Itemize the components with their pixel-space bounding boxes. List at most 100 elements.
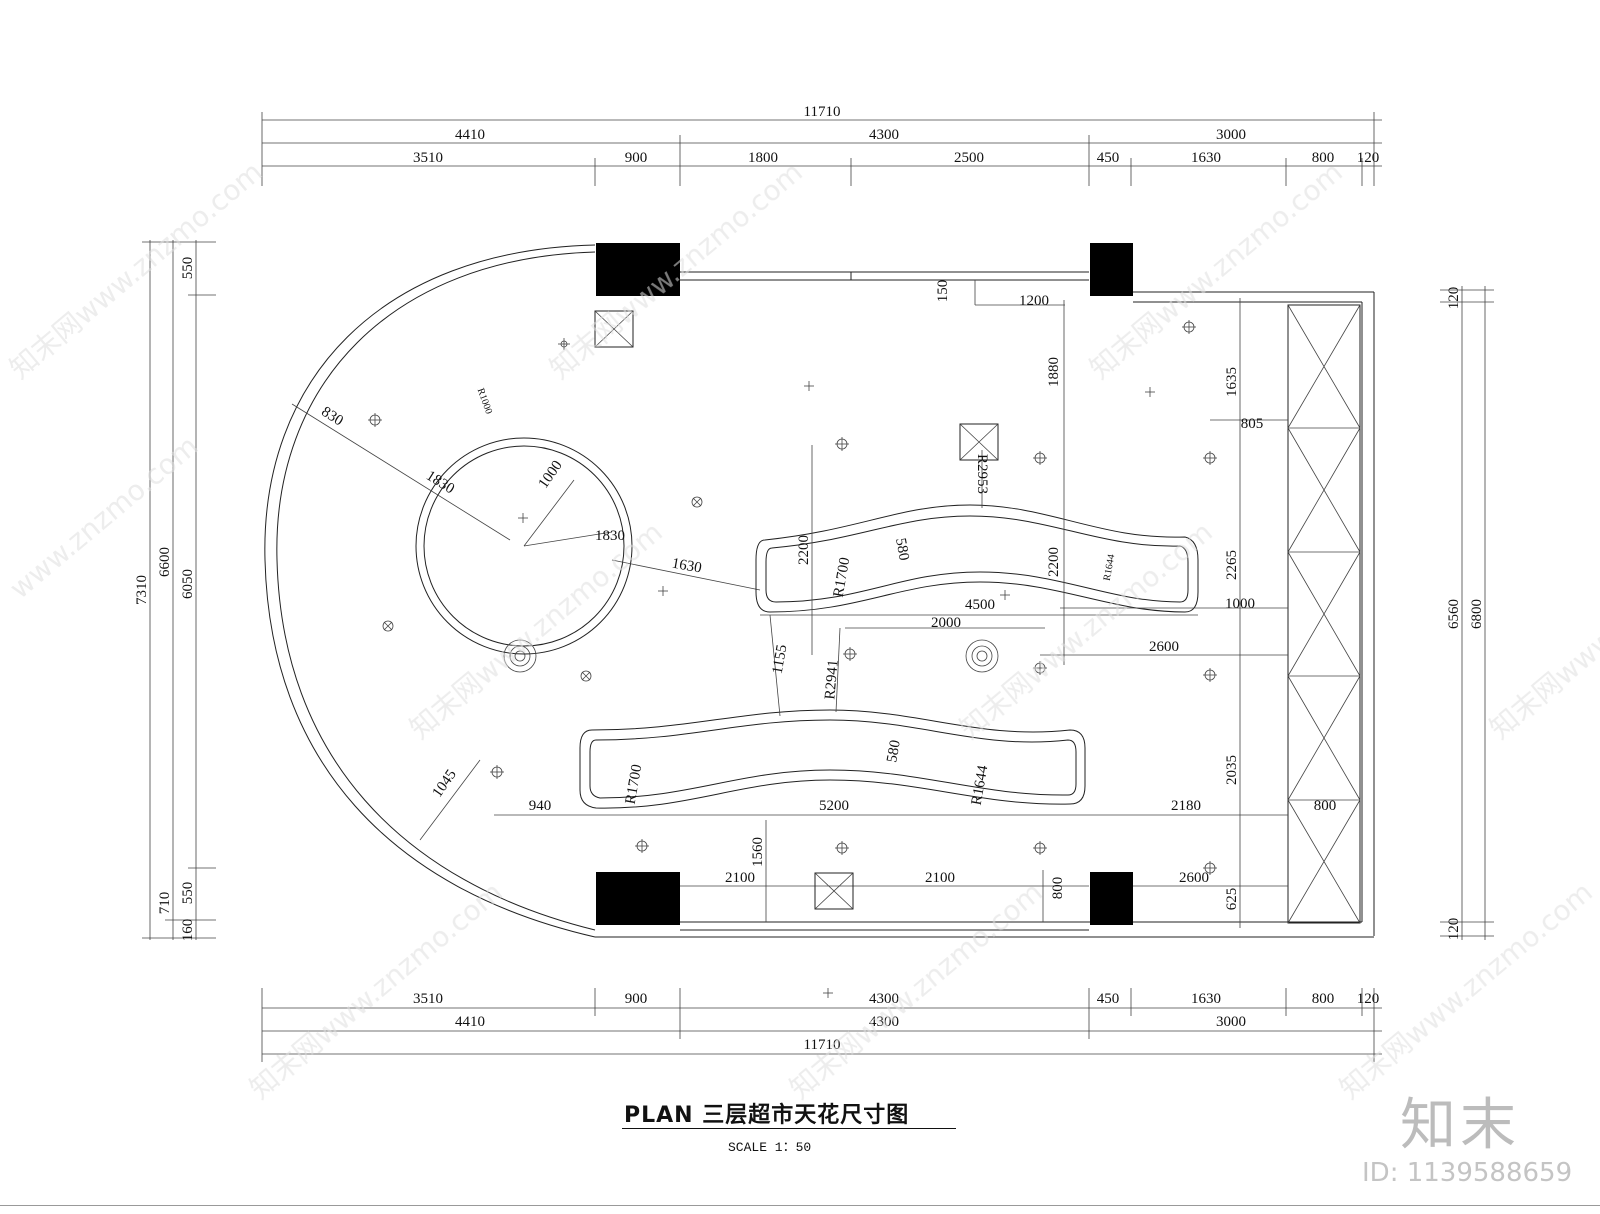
dim-805: 805 — [1241, 416, 1264, 432]
dim-right-2: 6560 — [1446, 599, 1462, 629]
dim-1830-horiz: 1830 — [595, 528, 625, 544]
dim-bottom-detail-6: 800 — [1312, 991, 1335, 1007]
dim-top-detail-8: 120 — [1357, 150, 1380, 166]
downlight-icon — [490, 765, 504, 779]
dim-2200-right: 2200 — [1046, 547, 1062, 577]
dim-2200-left: 2200 — [796, 535, 812, 565]
sprinkler-icon — [823, 988, 833, 998]
svg-text:知末网www.znzmo.com: 知末网www.znzmo.com — [3, 155, 268, 385]
dim-2000: 2000 — [931, 615, 961, 631]
svg-text:知末网www.znzmo.com: 知末网www.znzmo.com — [543, 155, 808, 385]
sprinkler-icon — [658, 586, 668, 596]
downlight-icon — [835, 841, 849, 855]
dim-left-5: 710 — [157, 892, 173, 915]
dim-2100-right: 2100 — [925, 870, 955, 886]
svg-text:知末网www.znzmo.com: 知末网www.znzmo.com — [1483, 515, 1600, 745]
dim-2100-left: 2100 — [725, 870, 755, 886]
upper-wave-island — [755, 504, 1199, 613]
sprinkler-icon — [1000, 590, 1010, 600]
dim-right-1: 120 — [1446, 287, 1462, 310]
dim-1000: 1000 — [1225, 596, 1255, 612]
vent-box-icon — [594, 310, 634, 348]
right-dimension-chains: 120 6560 6800 120 — [1440, 286, 1494, 940]
dim-left-2: 6600 — [157, 547, 173, 577]
downlight-icon — [635, 839, 649, 853]
dim-2035: 2035 — [1224, 755, 1240, 785]
downlight-icon — [835, 437, 849, 451]
column-top-right — [1090, 243, 1133, 296]
dim-1200: 1200 — [1019, 293, 1049, 309]
dim-bottom-detail-4: 450 — [1097, 991, 1120, 1007]
bottom-dimension-chains: 3510 900 4300 450 1630 800 120 4410 4300… — [261, 988, 1382, 1062]
dim-bottom-mid-1: 4410 — [455, 1014, 485, 1030]
downlight-icon — [368, 413, 382, 427]
dim-right-3: 6800 — [1469, 599, 1485, 629]
right-panel-strip — [1287, 304, 1361, 924]
svg-text:知末网www.znzmo.com: 知末网www.znzmo.com — [953, 515, 1218, 745]
floor-outline — [264, 244, 1375, 938]
dim-top-detail-4: 2500 — [954, 150, 984, 166]
dim-left-6: 550 — [180, 882, 196, 905]
dim-top-mid-1: 4410 — [455, 127, 485, 143]
dim-1830-diag: 1830 — [423, 468, 457, 497]
vent-box-icon — [814, 872, 854, 910]
smoke-detector-icon — [382, 620, 394, 632]
smoke-detector-icon — [580, 670, 592, 682]
smoke-detector-icon — [691, 496, 703, 508]
downlight-icon — [1203, 668, 1217, 682]
dim-830: 830 — [318, 404, 346, 429]
dim-580-lower: 580 — [884, 739, 904, 764]
dim-bottom-detail-1: 3510 — [413, 991, 443, 1007]
brand-logo: 知末 — [1400, 1093, 1520, 1158]
dim-left-3: 6050 — [180, 569, 196, 599]
drawing-scale: SCALE 1：50 — [728, 1140, 812, 1155]
dim-left-7: 160 — [180, 919, 196, 942]
sprinkler-icon — [1145, 387, 1155, 397]
dim-2600-mid: 2600 — [1149, 639, 1179, 655]
dim-4500: 4500 — [965, 597, 995, 613]
page-bottom-line — [0, 1205, 1600, 1206]
dim-2600-bottom: 2600 — [1179, 870, 1209, 886]
dim-bottom-mid-2: 4300 — [869, 1014, 899, 1030]
dim-right-4: 120 — [1446, 918, 1462, 941]
radius-1644-lower: R1644 — [969, 764, 992, 807]
dim-1560: 1560 — [750, 837, 766, 867]
dim-top-detail-7: 800 — [1312, 150, 1335, 166]
radius-1700-lower: R1700 — [623, 763, 646, 805]
radius-1644-upper: R1644 — [1102, 553, 1117, 581]
dim-left-4: 550 — [180, 257, 196, 280]
radius-1000: R1000 — [475, 387, 494, 416]
svg-text:知末网www.znzmo.com: 知末网www.znzmo.com — [783, 875, 1048, 1105]
diffuser-icon — [965, 639, 999, 673]
svg-text:www.znzmo.com: www.znzmo.com — [3, 429, 204, 605]
svg-text:知末网www.znzmo.com: 知末网www.znzmo.com — [403, 515, 668, 745]
downlight-icon — [1182, 320, 1196, 334]
drawing-id: ID: 1139588659 — [1362, 1158, 1573, 1188]
dim-800-right: 800 — [1314, 798, 1337, 814]
dim-bottom-detail-3: 4300 — [869, 991, 899, 1007]
dim-2180: 2180 — [1171, 798, 1201, 814]
dim-580-upper: 580 — [892, 537, 912, 562]
left-dimension-chains: 7310 6600 6050 550 710 550 160 — [134, 240, 216, 941]
dim-left-1: 7310 — [134, 575, 150, 605]
dim-top-detail-1: 3510 — [413, 150, 443, 166]
dim-150: 150 — [935, 280, 951, 303]
smoke-detector-icon — [558, 338, 570, 350]
diffuser-icon — [503, 639, 537, 673]
dim-top-total: 11710 — [804, 104, 841, 120]
dim-1630: 1630 — [671, 556, 703, 577]
radius-2953: R2953 — [974, 454, 990, 494]
dim-bottom-detail-5: 1630 — [1191, 991, 1221, 1007]
dim-bottom-detail-7: 120 — [1357, 991, 1380, 1007]
vent-box-icon — [959, 423, 999, 461]
downlight-icon — [1203, 861, 1217, 875]
lower-wave-island — [579, 709, 1086, 809]
dim-1155: 1155 — [770, 643, 791, 675]
dim-bottom-mid-3: 3000 — [1216, 1014, 1246, 1030]
radius-1700-upper: R1700 — [831, 556, 854, 598]
interior-dimension-lines — [419, 280, 1288, 928]
dim-1880: 1880 — [1046, 357, 1062, 387]
downlight-icon — [843, 647, 857, 661]
downlight-icon — [1203, 451, 1217, 465]
